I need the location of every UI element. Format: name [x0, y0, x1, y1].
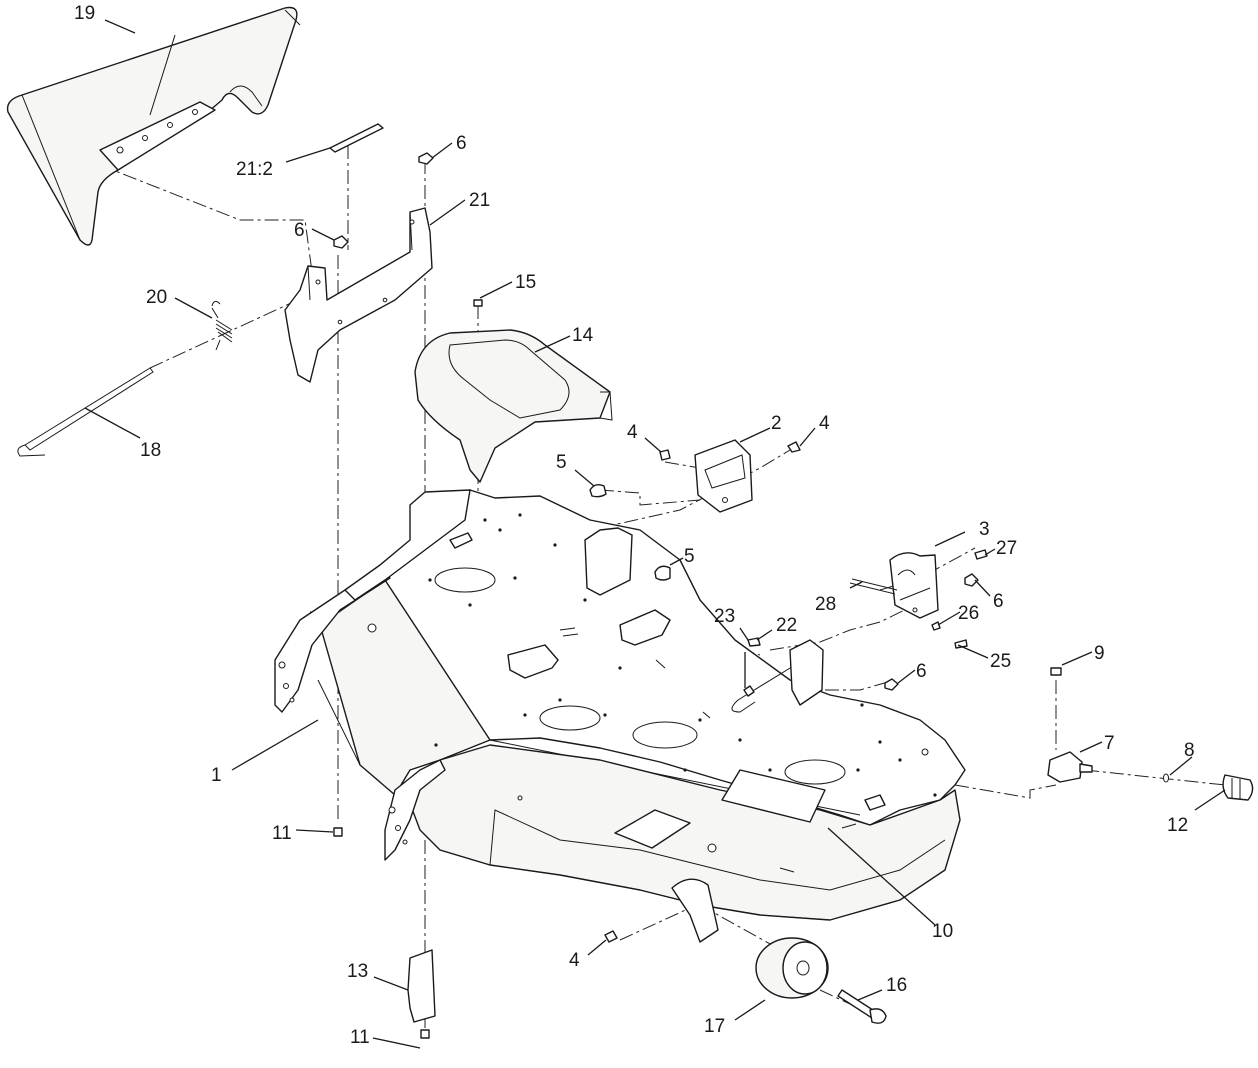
part-9-bolt	[1050, 667, 1062, 676]
part-8-washer	[1163, 773, 1169, 783]
callout-19: 19	[74, 3, 95, 24]
callout-4-right: 4	[819, 413, 830, 434]
callout-3: 3	[979, 519, 990, 540]
callout-4-left: 4	[627, 422, 638, 443]
callout-16: 16	[886, 975, 907, 996]
callout-1: 1	[211, 765, 222, 786]
callout-6-top: 6	[456, 133, 467, 154]
part-19-discharge-chute	[6, 6, 301, 246]
callout-7: 7	[1104, 733, 1115, 754]
callout-11-lower: 11	[350, 1027, 370, 1048]
callout-10: 10	[932, 921, 953, 942]
part-5a-bolt	[589, 483, 607, 498]
callout-20: 20	[146, 287, 167, 308]
part-5-bracket	[584, 527, 633, 596]
callout-18: 18	[140, 440, 161, 461]
callout-14: 14	[572, 325, 594, 346]
callout-23: 23	[714, 606, 735, 627]
callout-12: 12	[1167, 815, 1188, 836]
callout-2: 2	[771, 413, 782, 434]
part-22-bracket	[789, 639, 824, 706]
callout-labels: 19 21:2 6 6 21 20 15 14 18 4 2 4 5 5 3 2…	[74, 3, 1195, 1048]
part-21-2-decal	[329, 123, 384, 153]
part-16-wheel-bolt	[837, 989, 887, 1024]
part-12-knob	[1222, 774, 1254, 801]
part-17-wheel	[755, 937, 829, 999]
callout-9: 9	[1094, 643, 1105, 664]
callout-17: 17	[704, 1016, 725, 1037]
callout-13: 13	[347, 961, 368, 982]
part-2-bracket	[694, 439, 753, 513]
leader-lines	[84, 19, 1226, 1049]
part-1-mower-deck	[274, 489, 966, 921]
part-20-spring	[211, 300, 233, 351]
callout-11-upper: 11	[272, 823, 292, 844]
callout-5-lower: 5	[684, 546, 695, 567]
callout-21-2: 21:2	[236, 159, 273, 180]
callout-15: 15	[515, 272, 536, 293]
wheel-bracket	[671, 878, 719, 943]
callout-21: 21	[469, 190, 490, 211]
part-3-bracket	[889, 552, 939, 619]
callout-27: 27	[996, 538, 1017, 559]
part-13-plate	[407, 949, 436, 1023]
callout-25: 25	[990, 651, 1011, 672]
callout-8: 8	[1184, 740, 1195, 761]
callout-22: 22	[776, 615, 797, 636]
callout-26: 26	[958, 603, 979, 624]
part-21-chute-bracket	[284, 207, 433, 383]
part-5b-bolt	[654, 565, 671, 581]
callout-6-lower: 6	[916, 661, 927, 682]
callout-28: 28	[815, 594, 836, 615]
hardware	[333, 152, 988, 1039]
callout-6-bracket: 6	[294, 220, 305, 241]
callout-4-bottom: 4	[569, 950, 580, 971]
callout-5-top: 5	[556, 452, 567, 473]
part-7-bracket	[1047, 751, 1093, 783]
callout-6-right: 6	[993, 591, 1004, 612]
part-18-hinge-rod	[17, 367, 154, 457]
part-14-belt-cover	[414, 329, 613, 483]
